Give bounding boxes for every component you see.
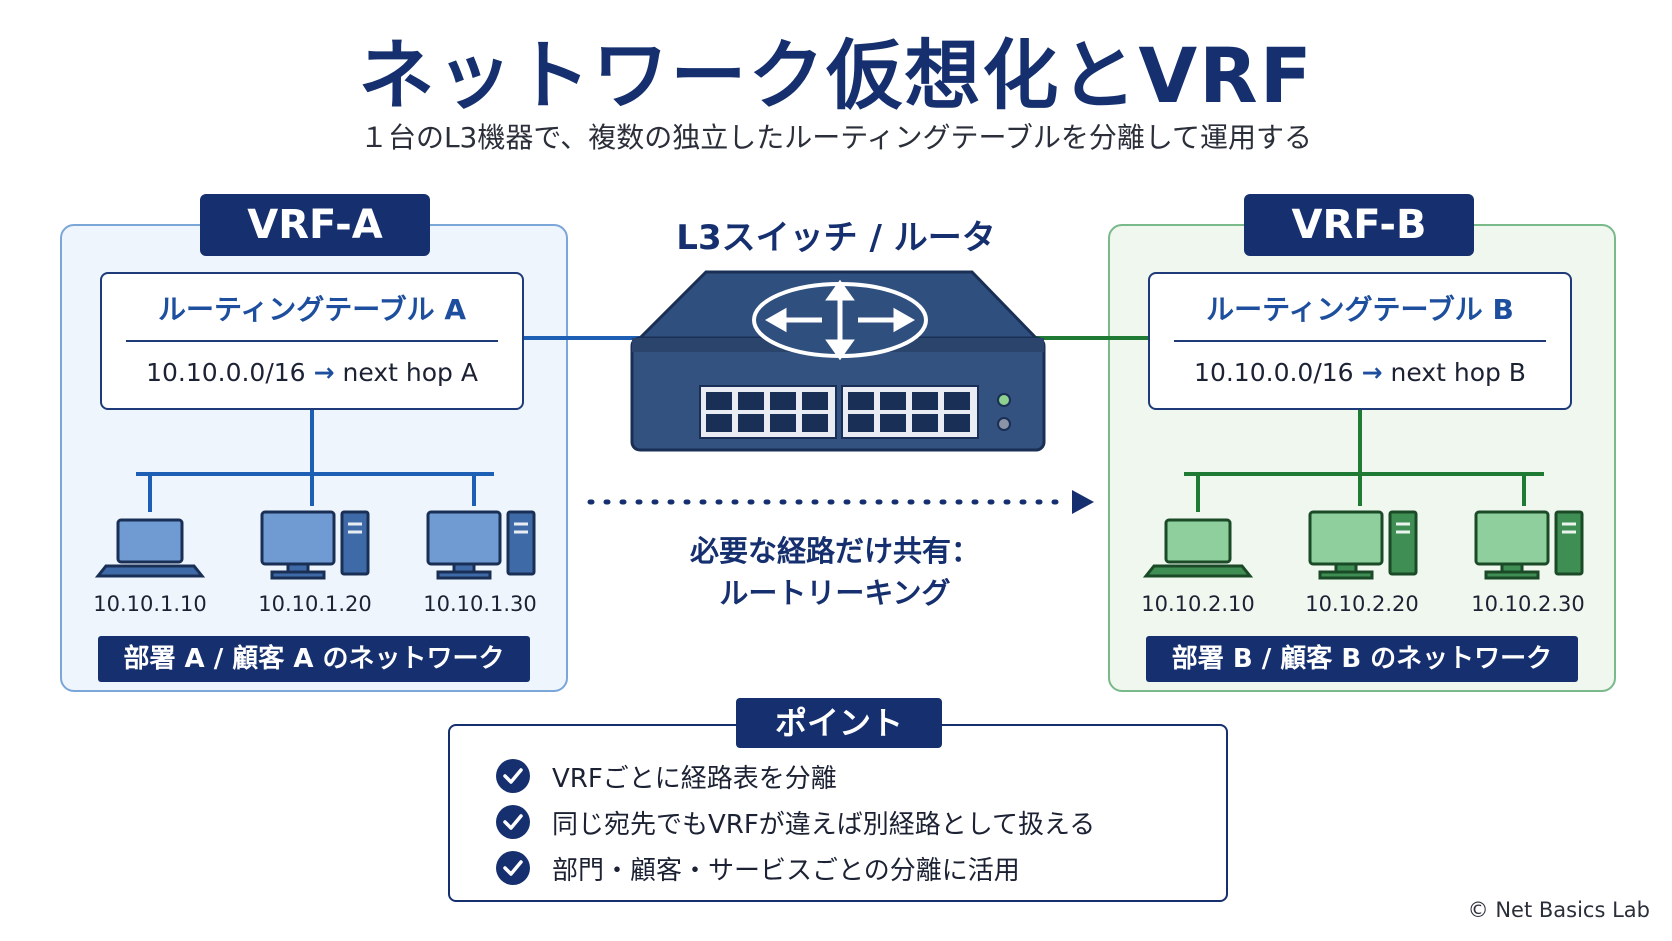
arrow-right-icon: → xyxy=(313,358,335,387)
desktop-icon xyxy=(1308,510,1418,580)
route-entry: 10.10.0.0/16→next hop B xyxy=(1150,358,1570,387)
route-next-hop: next hop B xyxy=(1390,358,1526,387)
l3-switch-icon xyxy=(630,270,1046,452)
route-leak-line2: ルートリーキング xyxy=(719,576,951,610)
point-item: 同じ宛先でもVRFが違えば別経路として扱える xyxy=(496,802,1095,842)
vrf-b-tree xyxy=(1184,410,1544,512)
desktop-icon xyxy=(1474,510,1584,580)
route-next-hop: next hop A xyxy=(342,358,478,387)
host-ip: 10.10.2.30 xyxy=(1471,592,1585,616)
host-ip: 10.10.2.10 xyxy=(1141,592,1255,616)
laptop-icon xyxy=(1142,518,1254,578)
host-ip: 10.10.1.20 xyxy=(258,592,372,616)
route-prefix: 10.10.0.0/16 xyxy=(1194,358,1354,387)
routing-table-b: ルーティングテーブル B 10.10.0.0/16→next hop B xyxy=(1148,272,1572,410)
point-text: 同じ宛先でもVRFが違えば別経路として扱える xyxy=(552,809,1096,840)
switch-ports xyxy=(706,392,970,432)
desktop-icon xyxy=(426,510,536,580)
points-box: VRFごとに経路表を分離 同じ宛先でもVRFが違えば別経路として扱える 部門・顧… xyxy=(448,724,1228,902)
point-text: VRFごとに経路表を分離 xyxy=(552,763,837,794)
check-icon xyxy=(496,805,530,839)
route-leak-caption: 必要な経路だけ共有： ルートリーキング xyxy=(600,530,1070,614)
device-label: L3スイッチ / ルータ xyxy=(676,218,996,258)
host-ip: 10.10.1.10 xyxy=(93,592,207,616)
check-icon xyxy=(496,759,530,793)
host-ip: 10.10.2.20 xyxy=(1305,592,1419,616)
vrf-b-label: VRF-B xyxy=(1244,194,1474,256)
laptop-icon xyxy=(94,518,206,578)
copyright: © Net Basics Lab xyxy=(1467,898,1650,922)
routing-table-a: ルーティングテーブル A 10.10.0.0/16→next hop A xyxy=(100,272,524,410)
route-leak-line1: 必要な経路だけ共有： xyxy=(689,534,980,568)
routing-table-title: ルーティングテーブル B xyxy=(1206,293,1514,326)
point-text: 部門・顧客・サービスごとの分離に活用 xyxy=(552,855,1020,886)
route-entry: 10.10.0.0/16→next hop A xyxy=(102,358,522,387)
divider xyxy=(126,340,498,342)
divider xyxy=(1174,340,1546,342)
points-label: ポイント xyxy=(736,698,942,748)
point-item: 部門・顧客・サービスごとの分離に活用 xyxy=(496,848,1020,888)
page-title: ネットワーク仮想化とVRF xyxy=(358,31,1314,120)
routing-table-title: ルーティングテーブル A xyxy=(157,293,467,326)
point-item: VRFごとに経路表を分離 xyxy=(496,756,837,796)
route-prefix: 10.10.0.0/16 xyxy=(146,358,306,387)
check-icon xyxy=(496,851,530,885)
network-label-b: 部署 B / 顧客 B のネットワーク xyxy=(1146,636,1578,682)
arrow-head-icon xyxy=(1072,490,1094,514)
vrf-a-tree xyxy=(136,410,494,512)
host-ip: 10.10.1.30 xyxy=(423,592,537,616)
vrf-a-label: VRF-A xyxy=(200,194,430,256)
page-subtitle: １台のL3機器で、複数の独立したルーティングテーブルを分離して運用する xyxy=(359,121,1313,154)
desktop-icon xyxy=(260,510,370,580)
arrow-right-icon: → xyxy=(1361,358,1383,387)
network-label-a: 部署 A / 顧客 A のネットワーク xyxy=(98,636,530,682)
